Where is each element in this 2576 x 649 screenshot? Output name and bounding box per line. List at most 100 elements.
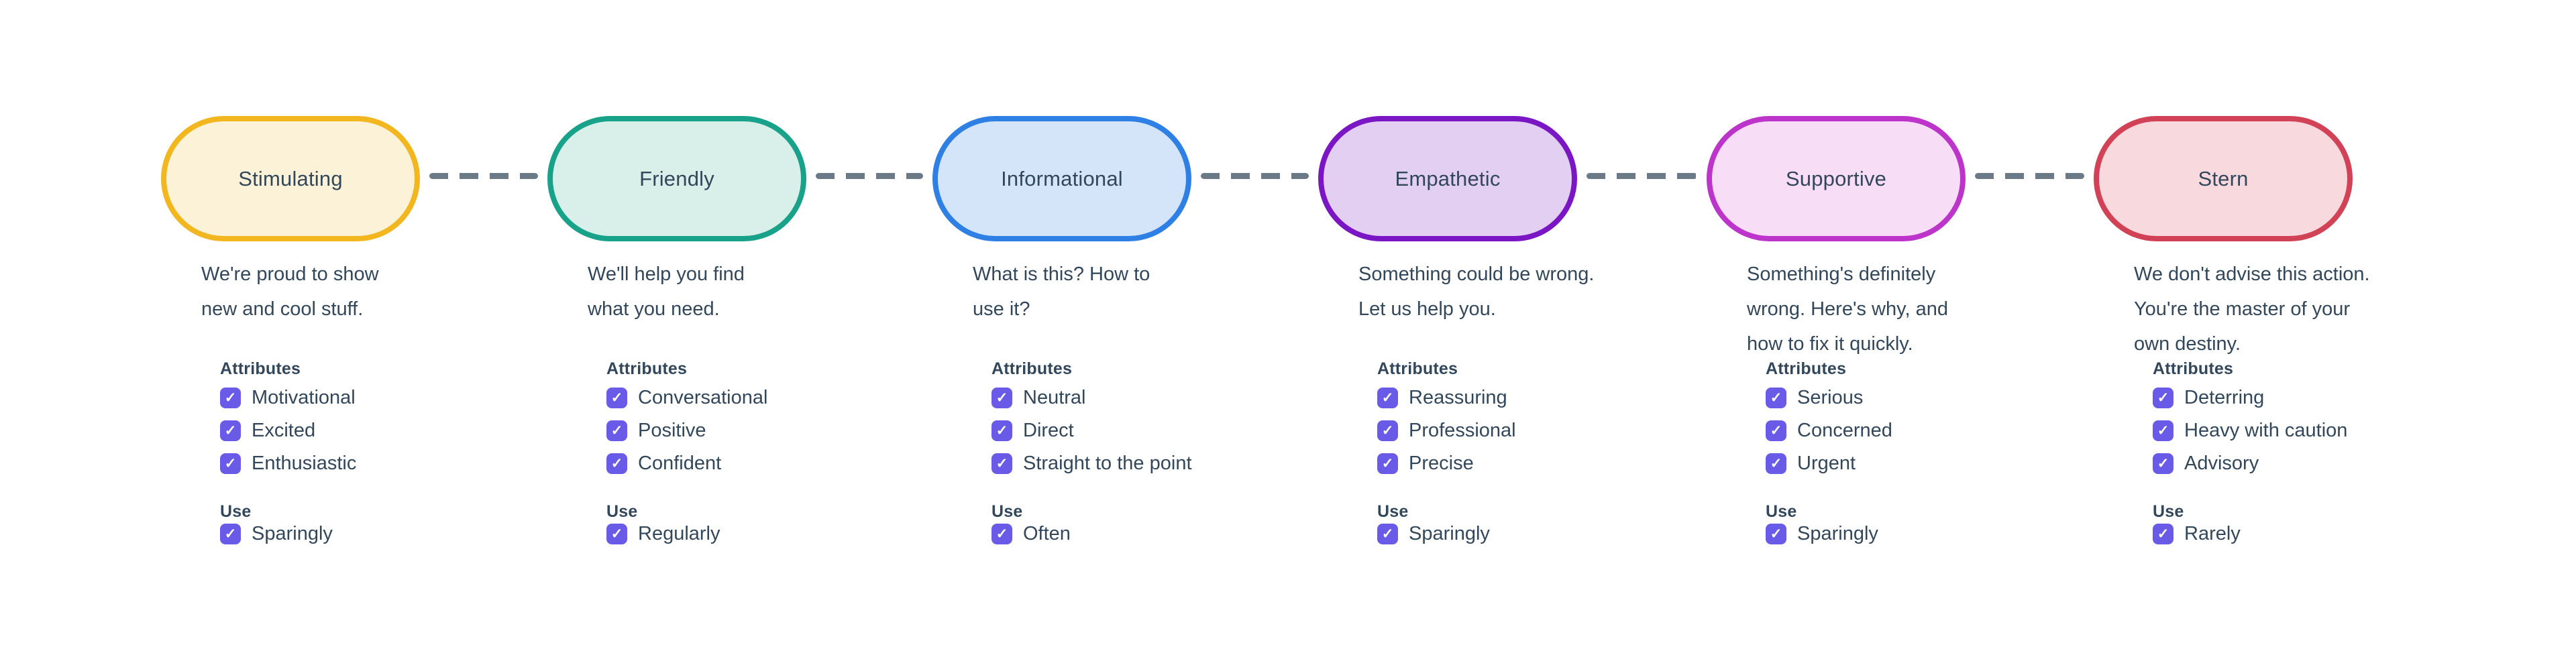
tone-column-friendly: Friendly We'll help you find what you ne… (547, 116, 923, 585)
check-icon: ✓ (1770, 526, 1782, 542)
tone-description: What is this? How to use it? (973, 263, 1150, 320)
tone-description: We don't advise this action. You're the … (2134, 263, 2370, 355)
connector-dashed-line (1201, 173, 1309, 179)
use-row: ✓ Sparingly (1766, 523, 1878, 544)
connector-dashed-line (429, 173, 538, 179)
attribute-checkbox[interactable]: ✓ (991, 420, 1012, 441)
check-icon: ✓ (1381, 423, 1394, 438)
attribute-row: ✓ Heavy with caution (2153, 420, 2347, 441)
attribute-checkbox[interactable]: ✓ (1766, 420, 1786, 441)
use-checkbox[interactable]: ✓ (991, 524, 1012, 544)
check-icon: ✓ (610, 390, 623, 406)
use-frequency-label: Regularly (638, 523, 720, 544)
attribute-checkbox[interactable]: ✓ (1766, 453, 1786, 474)
attributes-heading: Attributes (606, 359, 688, 378)
attribute-checkbox[interactable]: ✓ (2153, 420, 2174, 441)
tone-column-supportive: Supportive Something's definitely wrong.… (1707, 116, 2082, 585)
attribute-label: Direct (1023, 420, 1074, 441)
tone-pill-empathetic: Empathetic (1318, 116, 1577, 241)
use-heading: Use (606, 502, 638, 521)
attribute-checkbox[interactable]: ✓ (606, 420, 627, 441)
tone-pill-label: Stimulating (238, 166, 343, 190)
use-checkbox[interactable]: ✓ (1377, 524, 1398, 544)
check-icon: ✓ (2157, 526, 2169, 542)
attribute-checkbox[interactable]: ✓ (991, 388, 1012, 408)
attributes-list: ✓ Serious ✓ Concerned ✓ Urgent (1766, 387, 1892, 486)
use-checkbox[interactable]: ✓ (2153, 524, 2174, 544)
tone-pill-label: Stern (2198, 166, 2249, 190)
attribute-checkbox[interactable]: ✓ (1766, 388, 1786, 408)
attribute-checkbox[interactable]: ✓ (1377, 420, 1398, 441)
attribute-row: ✓ Straight to the point (991, 453, 1192, 474)
attribute-row: ✓ Reassuring (1377, 387, 1516, 408)
attribute-checkbox[interactable]: ✓ (1377, 453, 1398, 474)
check-icon: ✓ (996, 390, 1008, 406)
attribute-label: Neutral (1023, 387, 1086, 408)
use-frequency-label: Sparingly (252, 523, 333, 544)
attributes-list: ✓ Deterring ✓ Heavy with caution ✓ Advis… (2153, 387, 2347, 486)
attributes-heading: Attributes (2153, 359, 2234, 378)
attribute-label: Excited (252, 420, 316, 441)
attribute-label: Advisory (2184, 453, 2259, 474)
tone-column-empathetic: Empathetic Something could be wrong. Let… (1318, 116, 1694, 585)
check-icon: ✓ (224, 423, 237, 438)
attribute-checkbox[interactable]: ✓ (2153, 453, 2174, 474)
attribute-checkbox[interactable]: ✓ (220, 388, 241, 408)
tone-pill-stern: Stern (2094, 116, 2353, 241)
check-icon: ✓ (1381, 390, 1394, 406)
attribute-row: ✓ Excited (220, 420, 356, 441)
tone-pill-informational: Informational (932, 116, 1191, 241)
check-icon: ✓ (224, 390, 237, 406)
check-icon: ✓ (224, 526, 237, 542)
attribute-row: ✓ Urgent (1766, 453, 1892, 474)
attributes-heading: Attributes (1766, 359, 1847, 378)
attributes-list: ✓ Conversational ✓ Positive ✓ Confident (606, 387, 767, 486)
attribute-row: ✓ Concerned (1766, 420, 1892, 441)
tone-description: Something could be wrong. Let us help yo… (1358, 263, 1595, 320)
connector-dashed-line (816, 173, 923, 179)
attribute-checkbox[interactable]: ✓ (220, 420, 241, 441)
use-checkbox[interactable]: ✓ (606, 524, 627, 544)
attribute-checkbox[interactable]: ✓ (606, 388, 627, 408)
use-heading: Use (220, 502, 252, 521)
use-checkbox[interactable]: ✓ (1766, 524, 1786, 544)
check-icon: ✓ (2157, 390, 2169, 406)
attributes-list: ✓ Neutral ✓ Direct ✓ Straight to the poi… (991, 387, 1192, 486)
attribute-label: Heavy with caution (2184, 420, 2348, 441)
use-checkbox[interactable]: ✓ (220, 524, 241, 544)
attribute-row: ✓ Neutral (991, 387, 1192, 408)
attribute-checkbox[interactable]: ✓ (991, 453, 1012, 474)
attribute-row: ✓ Motivational (220, 387, 356, 408)
check-icon: ✓ (2157, 423, 2169, 438)
attribute-row: ✓ Direct (991, 420, 1192, 441)
attribute-label: Enthusiastic (252, 453, 357, 474)
check-icon: ✓ (996, 456, 1008, 471)
check-icon: ✓ (996, 526, 1008, 542)
check-icon: ✓ (610, 526, 623, 542)
attribute-label: Concerned (1797, 420, 1892, 441)
attributes-heading: Attributes (991, 359, 1073, 378)
attribute-label: Professional (1409, 420, 1516, 441)
attribute-checkbox[interactable]: ✓ (1377, 388, 1398, 408)
tone-description: We're proud to show new and cool stuff. (201, 263, 379, 320)
attribute-row: ✓ Precise (1377, 453, 1516, 474)
tone-pill-friendly: Friendly (547, 116, 806, 241)
check-icon: ✓ (1381, 526, 1394, 542)
use-row: ✓ Sparingly (220, 523, 333, 544)
tone-column-stern: Stern We don't advise this action. You'r… (2094, 116, 2469, 585)
tone-pill-label: Informational (1001, 166, 1123, 190)
attribute-label: Positive (638, 420, 706, 441)
attribute-checkbox[interactable]: ✓ (2153, 388, 2174, 408)
attribute-label: Motivational (252, 387, 356, 408)
use-heading: Use (1377, 502, 1409, 521)
attribute-checkbox[interactable]: ✓ (606, 453, 627, 474)
attribute-row: ✓ Serious (1766, 387, 1892, 408)
tone-pill-supportive: Supportive (1707, 116, 1966, 241)
attribute-checkbox[interactable]: ✓ (220, 453, 241, 474)
attribute-label: Serious (1797, 387, 1864, 408)
check-icon: ✓ (1770, 423, 1782, 438)
attribute-label: Precise (1409, 453, 1474, 474)
check-icon: ✓ (996, 423, 1008, 438)
tone-description: We'll help you find what you need. (588, 263, 745, 320)
